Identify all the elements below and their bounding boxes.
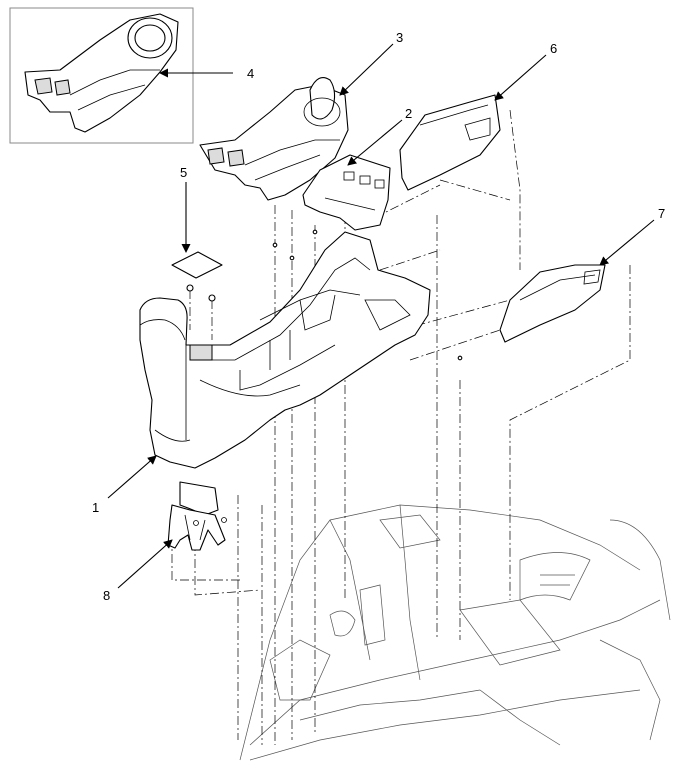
callout-3: 3 — [396, 30, 403, 45]
shift-lever-cover-alt — [24, 13, 179, 133]
side-cover-right — [499, 264, 606, 343]
callout-labels: 1 2 3 4 5 6 7 8 — [92, 30, 665, 603]
callout-1: 1 — [92, 500, 99, 515]
floor-console-body — [139, 231, 431, 469]
vehicle-floor-background — [239, 504, 671, 761]
leader-8 — [117, 539, 173, 589]
callout-6: 6 — [550, 41, 557, 56]
leader-6 — [494, 54, 547, 101]
callout-5: 5 — [180, 165, 187, 180]
fasteners — [186, 229, 463, 361]
callout-4: 4 — [247, 66, 254, 81]
inset-frame — [9, 7, 194, 144]
callout-8: 8 — [103, 588, 110, 603]
leaders — [107, 43, 655, 589]
console-front-panel — [302, 154, 391, 231]
side-cover-left — [399, 94, 501, 191]
callout-2: 2 — [405, 106, 412, 121]
console-bracket — [167, 481, 227, 551]
leader-7 — [599, 219, 655, 266]
pad — [171, 251, 223, 279]
leader-1 — [107, 455, 157, 499]
callout-7: 7 — [658, 206, 665, 221]
leader-3 — [339, 43, 394, 96]
leader-2 — [347, 119, 403, 166]
